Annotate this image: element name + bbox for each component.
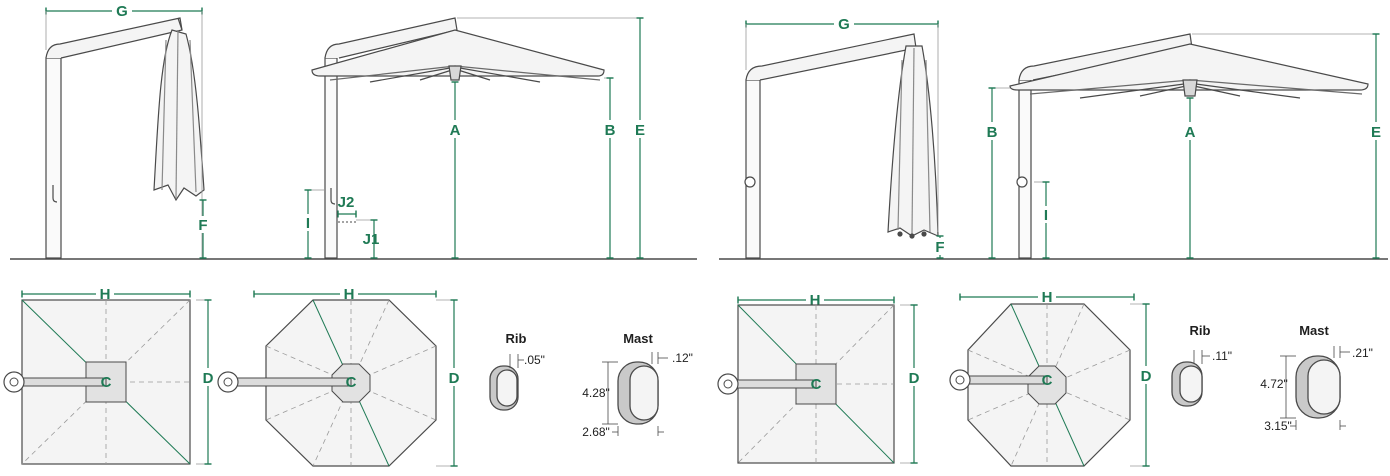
- label-g-large: G: [838, 16, 850, 33]
- mast-depth-large: 4.72": [1260, 377, 1288, 391]
- label-d-square-large: D: [909, 370, 920, 387]
- label-c-square-large: C: [811, 376, 822, 393]
- mast-width-large: 3.15": [1264, 419, 1292, 433]
- label-h-octagon-large: H: [1042, 289, 1053, 306]
- mast-section-large: Mast .21" 4.72" 3.15": [1260, 323, 1373, 433]
- open-umbrella-elevation-small: [311, 17, 605, 259]
- label-b-large: B: [987, 124, 998, 141]
- label-h-octagon-small: H: [344, 286, 355, 303]
- rib-section-large: Rib .11": [1171, 323, 1232, 407]
- rib-thickness-large: .11": [1212, 349, 1232, 363]
- dimension-a-large: A: [1181, 97, 1199, 259]
- mast-section-small: Mast .12" 4.28" 2.68": [582, 331, 693, 439]
- closed-umbrella-elevation-small: [45, 17, 205, 259]
- label-a-large: A: [1185, 124, 1196, 141]
- label-h-square-small: H: [100, 286, 111, 303]
- label-e-large: E: [1371, 124, 1381, 141]
- octagon-plan-small: H C D: [217, 285, 463, 467]
- rib-title-large: Rib: [1190, 323, 1211, 338]
- mast-thickness-large: .21": [1352, 346, 1373, 360]
- mast-depth-small: 4.28": [582, 386, 610, 400]
- mast-thickness-small: .12": [672, 351, 693, 365]
- label-j2: J2: [338, 194, 355, 211]
- label-c-octagon-large: C: [1042, 372, 1053, 389]
- model-large-plans: H C D H: [717, 288, 1373, 467]
- label-b: B: [605, 122, 616, 139]
- rib-thickness-small: .05": [524, 353, 545, 367]
- label-d-square-small: D: [203, 370, 214, 387]
- dimension-f-small: F: [195, 199, 211, 259]
- dimension-e-large: E: [1192, 33, 1385, 259]
- rib-section-small: Rib .05": [489, 331, 545, 411]
- dimension-g-large: G: [745, 15, 939, 232]
- label-i-large: I: [1044, 207, 1048, 224]
- dimension-i-large: I: [1034, 181, 1054, 259]
- octagon-plan-large: H C D: [949, 288, 1155, 467]
- square-plan-large: H C D: [717, 291, 923, 464]
- label-a: A: [450, 122, 461, 139]
- dimension-j-small: J2 J1: [337, 194, 380, 259]
- mast-title-small: Mast: [623, 331, 653, 346]
- label-d-octagon-small: D: [449, 370, 460, 387]
- model-large-elevations: G F A: [719, 15, 1388, 260]
- dimension-e-small: E: [457, 17, 649, 259]
- square-plan-small: H C D: [3, 285, 217, 465]
- dimension-b-small: B: [601, 77, 619, 259]
- mast-title-large: Mast: [1299, 323, 1329, 338]
- label-d-octagon-large: D: [1141, 368, 1152, 385]
- mast-width-small: 2.68": [582, 425, 610, 439]
- open-umbrella-elevation-large: [1009, 33, 1369, 259]
- label-j1: J1: [363, 231, 380, 248]
- dimension-i-small: I: [300, 189, 324, 259]
- label-e: E: [635, 122, 645, 139]
- label-f-large: F: [935, 239, 944, 256]
- label-c-octagon-small: C: [346, 374, 357, 391]
- label-i: I: [306, 215, 310, 232]
- label-g: G: [116, 3, 128, 20]
- label-h-square-large: H: [810, 292, 821, 309]
- dimension-b-large: B: [983, 87, 1010, 259]
- label-f: F: [198, 217, 207, 234]
- dimension-a-small: A: [446, 81, 464, 259]
- rib-title-small: Rib: [506, 331, 527, 346]
- model-small-elevations: G F A: [10, 2, 697, 260]
- closed-umbrella-elevation-large: [744, 33, 939, 259]
- model-small-plans: H C D H: [3, 285, 693, 467]
- label-c-square-small: C: [101, 374, 112, 391]
- dimension-f-large: F: [932, 235, 948, 259]
